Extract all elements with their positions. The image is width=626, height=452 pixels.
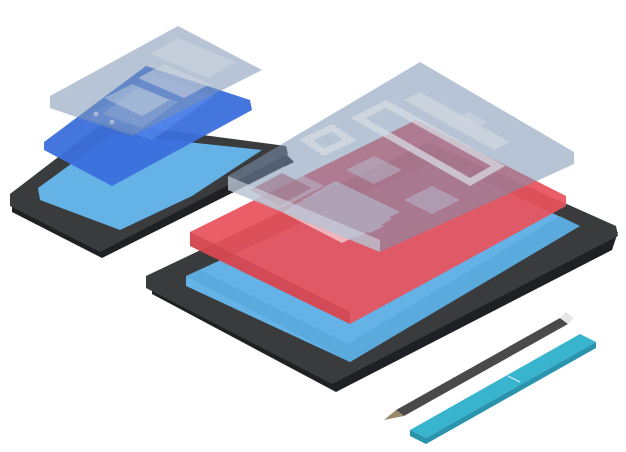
large-overlay-frame <box>350 100 506 187</box>
large-tablet-screen-shade <box>186 216 580 362</box>
large-tablet-layers <box>190 62 574 324</box>
ruler-mark <box>507 375 521 383</box>
red-layer-edge <box>190 232 350 324</box>
small-tablet-layers <box>44 26 262 186</box>
pencil-end <box>560 312 574 324</box>
ruler-top <box>410 334 596 438</box>
pencil <box>384 312 574 420</box>
ruler-side <box>426 342 596 444</box>
ruler-side <box>410 430 426 444</box>
ruler <box>410 334 596 444</box>
large-overlay-frame <box>298 124 358 156</box>
large-overlay-edge <box>228 176 380 252</box>
top-overlay-card <box>150 38 236 78</box>
large-overlay-bar <box>452 112 488 130</box>
pencil-tip <box>384 410 404 420</box>
top-overlay-card <box>138 64 210 98</box>
pencil-body <box>396 318 568 416</box>
large-overlay-layer <box>228 62 574 252</box>
top-overlay-card <box>104 84 170 116</box>
